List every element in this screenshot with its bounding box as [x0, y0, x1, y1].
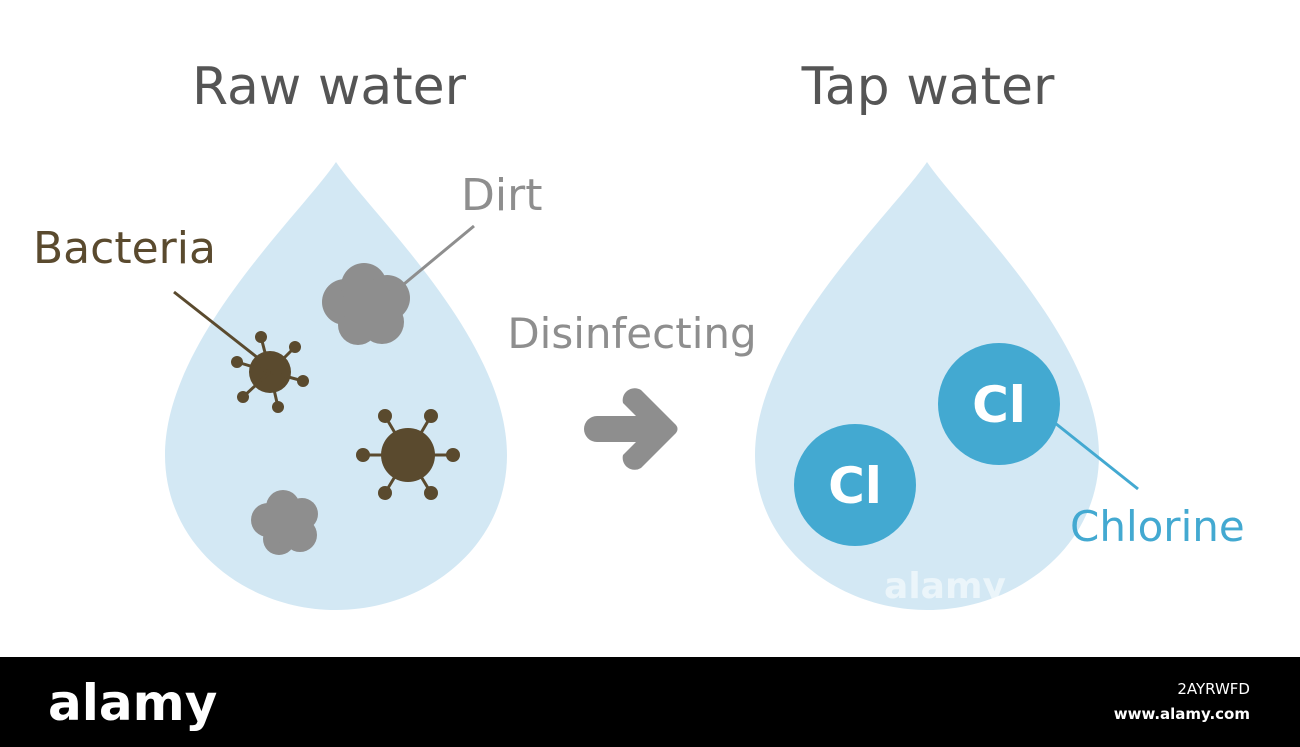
chlorine-molecule-upper — [938, 343, 1060, 465]
chlorine-leader-line — [1054, 421, 1139, 491]
tap-water-title: Tap water — [801, 57, 1055, 117]
footer-url: www.alamy.com — [1114, 705, 1250, 723]
bacteria-large — [356, 409, 460, 500]
bacteria-small — [231, 331, 309, 413]
watermark: alamy — [884, 566, 1006, 607]
chlorine-symbol-lower: Cl — [828, 457, 882, 515]
footer-image-id: 2AYRWFD — [1177, 680, 1250, 698]
chlorine-molecule-lower — [794, 424, 916, 546]
dirt-cloud-large — [322, 263, 410, 345]
dirt-label: Dirt — [461, 170, 542, 221]
footer-brand-logo: alamy — [48, 674, 217, 732]
dirt-cloud-small — [251, 490, 318, 555]
arrow-right-icon — [584, 388, 678, 470]
chlorine-symbol-upper: Cl — [972, 376, 1026, 434]
disinfecting-label: Disinfecting — [507, 309, 756, 358]
raw-water-title: Raw water — [192, 57, 467, 117]
chlorine-label: Chlorine — [1070, 502, 1245, 551]
bacteria-label: Bacteria — [33, 223, 216, 274]
footer-bar — [0, 657, 1300, 747]
raw-water-drop — [165, 162, 507, 610]
bacteria-leader-line — [173, 290, 259, 360]
dirt-leader-line — [397, 224, 475, 291]
